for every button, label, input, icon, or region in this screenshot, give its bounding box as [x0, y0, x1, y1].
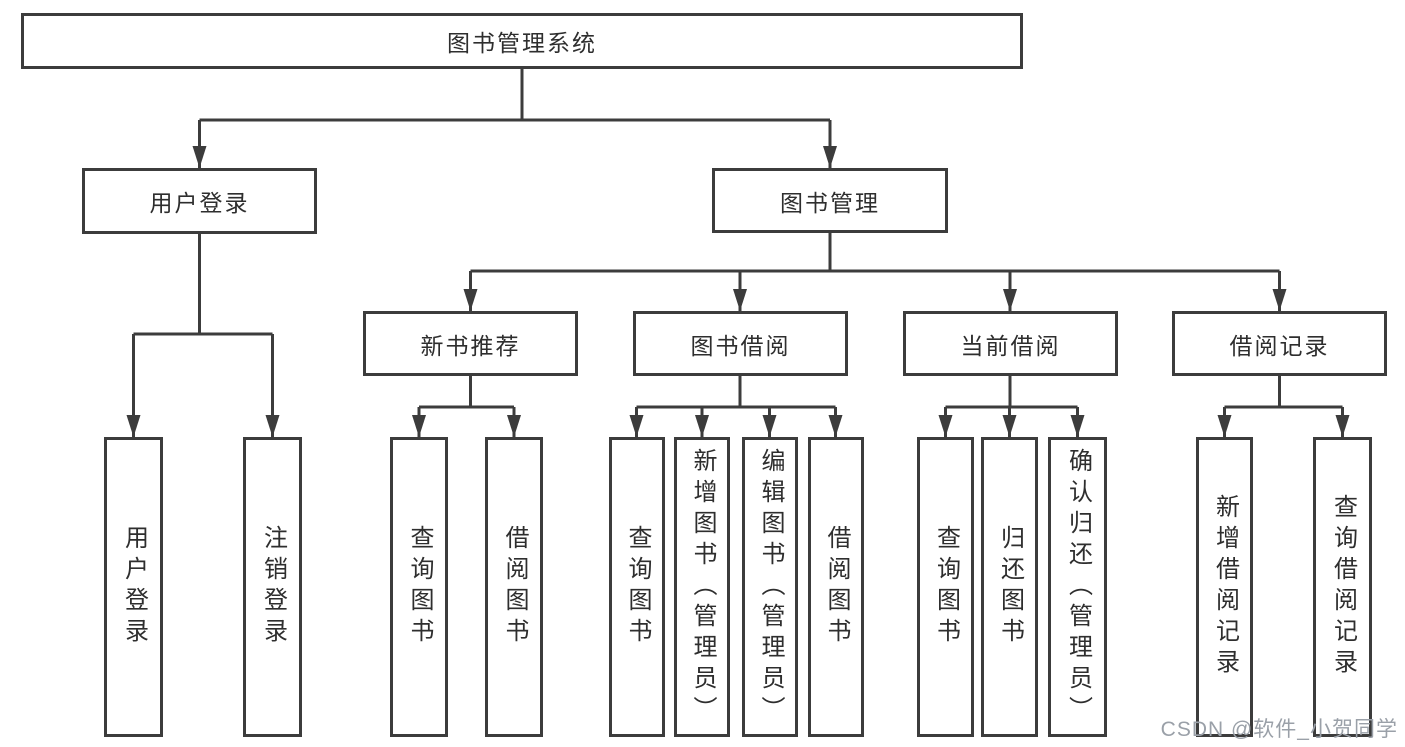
leaf-return-book: 归还图书	[981, 437, 1038, 737]
node-label: 借阅图书	[501, 525, 528, 649]
node-label: 新增借阅记录	[1211, 494, 1239, 680]
connector-book-management-to-level3	[463, 233, 1287, 311]
leaf-query-borrow-record: 查询借阅记录	[1313, 437, 1372, 737]
leaf-confirm-return-admin: 确认归还（管理员）	[1048, 437, 1107, 737]
connector-book-borrow-children	[629, 376, 843, 437]
leaf-borrow-books: 借阅图书	[808, 437, 864, 737]
node-label: 注销登录	[259, 525, 287, 649]
leaf-logout: 注销登录	[243, 437, 302, 737]
connector-user-login-children	[126, 234, 280, 437]
node-label: 借阅记录	[1229, 332, 1330, 359]
leaf-add-book-admin: 新增图书（管理员）	[674, 437, 730, 737]
node-label: 归还图书	[996, 525, 1024, 649]
node-label: 用户登录	[149, 190, 250, 216]
node-borrow-records: 借阅记录	[1172, 311, 1387, 376]
node-label: 新书推荐	[420, 332, 521, 359]
node-label: 借阅图书	[823, 525, 850, 649]
node-current-borrow: 当前借阅	[903, 311, 1118, 376]
node-label: 用户登录	[120, 525, 148, 649]
leaf-query-books-recommend: 查询图书	[390, 437, 448, 737]
connector-root-to-level2	[192, 69, 837, 168]
connector-borrow-records-children	[1217, 376, 1350, 437]
leaf-user-login: 用户登录	[104, 437, 163, 737]
node-label: 查询借阅记录	[1329, 494, 1357, 680]
leaf-add-borrow-record: 新增借阅记录	[1196, 437, 1253, 737]
node-label: 图书管理	[780, 189, 880, 216]
node-user-login: 用户登录	[82, 168, 317, 234]
node-library-management-system: 图书管理系统	[21, 13, 1023, 69]
node-label: 图书借阅	[690, 332, 791, 359]
leaf-edit-book-admin: 编辑图书（管理员）	[742, 437, 798, 737]
watermark: CSDN @软件_小贺同学	[1160, 718, 1398, 741]
connector-current-borrow-children	[938, 376, 1085, 437]
node-label: 图书管理系统	[447, 30, 597, 56]
node-label: 查询图书	[932, 525, 960, 649]
node-book-management: 图书管理	[712, 168, 948, 233]
node-label: 确认归还（管理员）	[1064, 447, 1092, 727]
node-label: 新增图书（管理员）	[689, 447, 716, 727]
connector-new-book-children	[412, 376, 521, 437]
node-label: 当前借阅	[960, 332, 1061, 359]
node-new-book-recommend: 新书推荐	[363, 311, 578, 376]
leaf-query-books-current: 查询图书	[917, 437, 974, 737]
node-label: 编辑图书（管理员）	[757, 447, 784, 727]
leaf-borrow-books-recommend: 借阅图书	[485, 437, 543, 737]
node-label: 查询图书	[406, 525, 433, 649]
node-label: 查询图书	[624, 525, 651, 649]
node-book-borrow: 图书借阅	[633, 311, 848, 376]
leaf-query-books-borrow: 查询图书	[609, 437, 665, 737]
